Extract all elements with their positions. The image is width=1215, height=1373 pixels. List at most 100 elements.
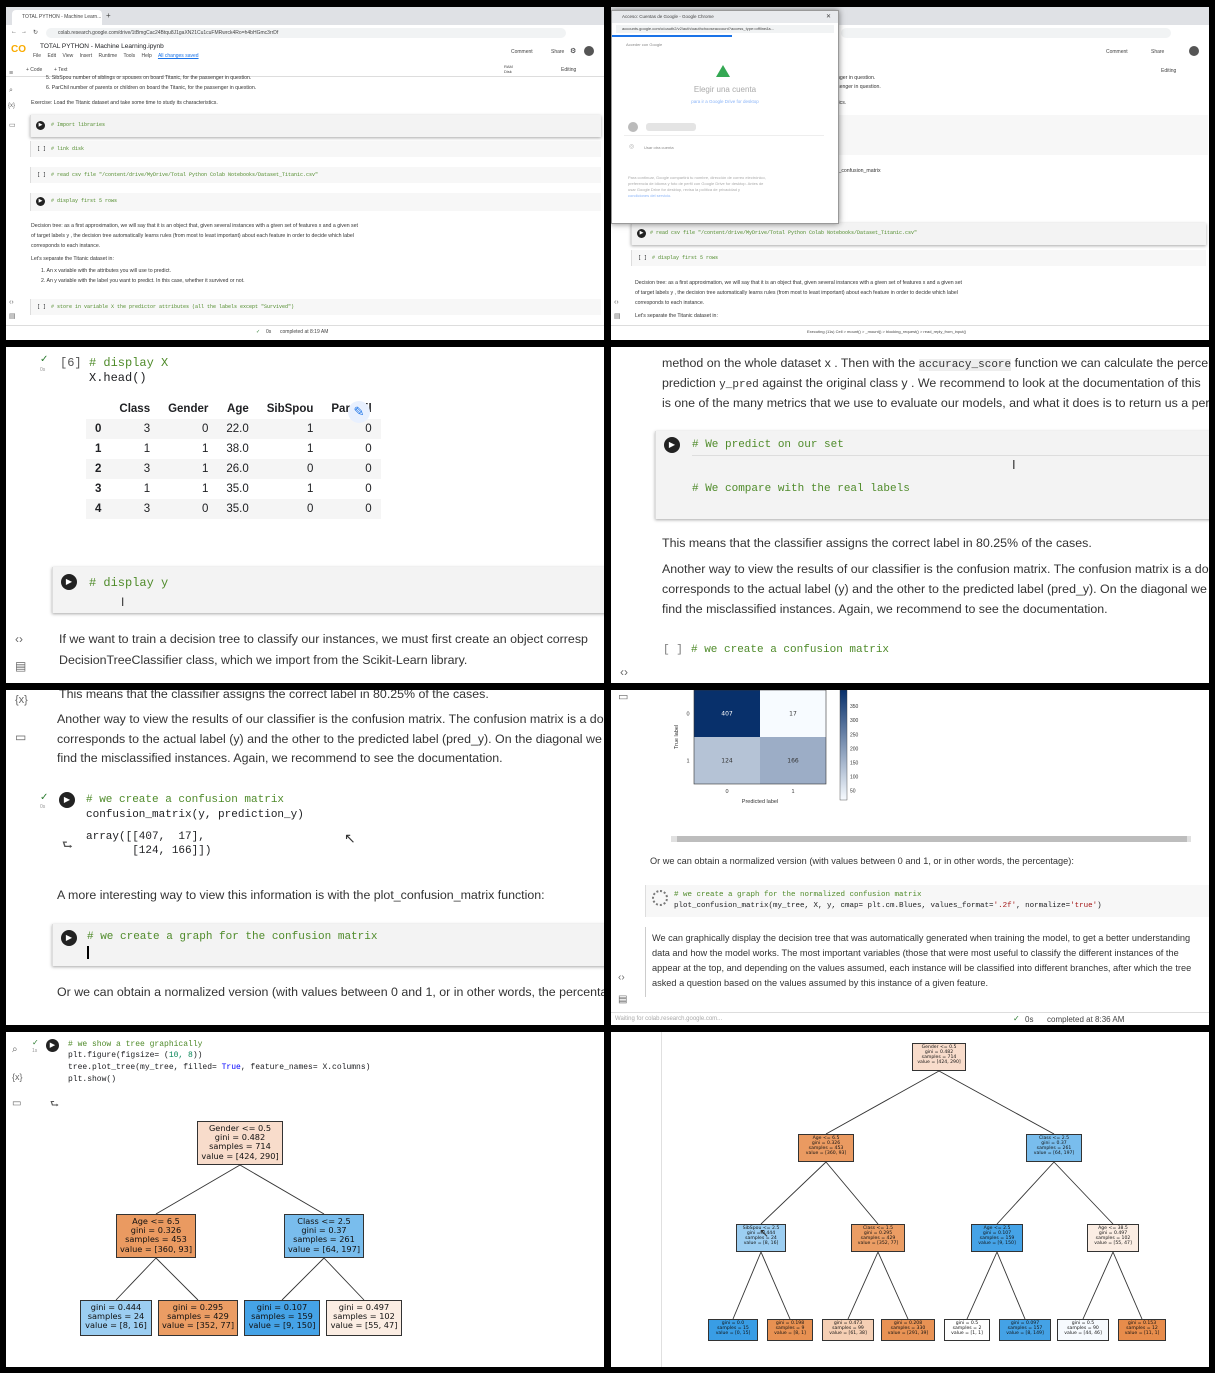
terminal-icon[interactable]: ▤ xyxy=(9,313,16,320)
exec-check-icon: ✓ xyxy=(40,792,49,803)
save-status[interactable]: All changes saved xyxy=(157,53,199,59)
md-separate: Let's separate the Titanic dataset in: xyxy=(635,313,718,319)
new-tab-icon[interactable]: + xyxy=(106,11,111,20)
editing-button[interactable]: Editing xyxy=(1161,68,1177,74)
popup-progress xyxy=(612,35,732,37)
run-button-icon[interactable]: ▶ xyxy=(46,1039,59,1052)
browser-tab[interactable]: TOTAL PYTHON - Machine Learn... xyxy=(12,10,102,25)
run-button-icon[interactable]: ▶ xyxy=(36,197,45,206)
files-icon[interactable]: ▭ xyxy=(9,122,16,129)
code-cell-read[interactable]: [ ] # read csv file "/content/drive/MyDr… xyxy=(30,167,601,183)
search-icon[interactable]: ⌕ xyxy=(12,1044,18,1055)
code-read-csv: # read csv file "/content/drive/MyDrive/… xyxy=(650,230,918,236)
address-bar[interactable]: colab.research.google.com/drive/1tBmgCac… xyxy=(46,28,566,38)
code-snippets-icon[interactable]: ‹› xyxy=(618,972,625,983)
scrollbar-thumb[interactable] xyxy=(677,836,1187,842)
back-icon[interactable]: ← xyxy=(11,29,17,35)
forward-icon[interactable]: → xyxy=(21,29,27,35)
files-icon[interactable]: ▭ xyxy=(12,1098,22,1109)
comment-button[interactable]: Comment xyxy=(1106,49,1128,55)
code-cell-store-x[interactable]: [ ] # store in variable X the predictor … xyxy=(30,299,601,315)
terminal-icon[interactable]: ▤ xyxy=(614,313,621,320)
settings-icon[interactable]: ⚙ xyxy=(570,48,577,55)
add-code-button[interactable]: + Code xyxy=(26,67,43,73)
cm-value: 407 xyxy=(721,711,733,718)
code-snippets-icon[interactable]: ‹› xyxy=(614,299,619,306)
files-icon[interactable]: ▭ xyxy=(618,691,629,703)
editing-button[interactable]: Editing xyxy=(561,67,577,73)
comment-button[interactable]: Comment xyxy=(511,49,533,55)
toc-icon[interactable]: ≡ xyxy=(9,70,14,77)
variables-icon[interactable]: {x} xyxy=(12,1072,23,1082)
mouse-pointer-icon: ↖ xyxy=(759,1226,770,1240)
code-cell-read[interactable]: ▶ # read csv file "/content/drive/MyDriv… xyxy=(631,223,1206,245)
ram-label: RAM xyxy=(504,64,513,69)
files-icon[interactable]: ▭ xyxy=(15,730,27,744)
code-cell-display[interactable]: [ ] # display first 5 rows xyxy=(631,250,1206,266)
tree-edge xyxy=(760,1161,827,1225)
add-text-button[interactable]: + Text xyxy=(54,67,68,73)
code-string: 'true' xyxy=(1070,902,1098,910)
code-store-x: # store in variable X the predictor attr… xyxy=(51,304,295,310)
run-button-icon[interactable]: ▶ xyxy=(61,930,77,946)
drive-logo-icon xyxy=(716,65,730,77)
run-button-icon[interactable]: ▶ xyxy=(59,792,75,808)
share-button[interactable]: Share xyxy=(551,49,565,55)
avatar[interactable] xyxy=(1189,46,1199,56)
avatar[interactable] xyxy=(584,46,594,56)
run-button-icon[interactable]: ▶ xyxy=(36,121,45,130)
cell-bracket: [ ] xyxy=(663,644,683,656)
status-time: 0s xyxy=(1025,1015,1034,1024)
code-cell-predict[interactable]: ▶ # We predict on our set I # We compare… xyxy=(655,431,1209,519)
code-read-csv: # read csv file "/content/drive/MyDrive/… xyxy=(51,172,319,178)
popup-close-icon[interactable]: ✕ xyxy=(826,14,832,20)
reload-icon[interactable]: ↻ xyxy=(33,30,39,36)
menu-insert[interactable]: Insert xyxy=(79,53,93,59)
run-button-icon[interactable]: ▶ xyxy=(664,437,680,453)
table-cell: 35.0 xyxy=(226,483,249,495)
magic-wand-icon[interactable]: ✎ xyxy=(348,401,370,423)
menu-view[interactable]: View xyxy=(62,53,74,59)
md-tree-2: data and how the model works. The most i… xyxy=(652,948,1179,958)
terminal-icon[interactable]: ▤ xyxy=(618,994,628,1005)
code-cell-confusion[interactable]: [ ] # we create a confusion matrix xyxy=(655,637,1209,663)
table-cell: 38.0 xyxy=(226,443,249,455)
code-snippets-icon[interactable]: ‹› xyxy=(15,632,23,646)
share-button[interactable]: Share xyxy=(1151,49,1165,55)
md-train-1: If we want to train a decision tree to c… xyxy=(59,632,588,646)
bg-cell xyxy=(837,115,1208,155)
table-cell: 0 xyxy=(257,459,323,479)
notebook-title[interactable]: TOTAL PYTHON - Machine Learning.ipynb xyxy=(40,43,164,50)
code-cell-display[interactable]: ▶ # display first 5 rows xyxy=(30,193,601,211)
menu-file[interactable]: File xyxy=(33,53,42,59)
inline-code: y_pred xyxy=(719,379,759,391)
code-part: )) xyxy=(192,1051,203,1060)
other-account-row[interactable]: ◎ Usar otra cuenta xyxy=(624,141,824,155)
account-row[interactable] xyxy=(624,119,824,136)
menu-edit[interactable]: Edit xyxy=(47,53,57,59)
run-button-icon[interactable]: ▶ xyxy=(61,574,77,590)
status-bar: Waiting for colab.research.google.com...… xyxy=(611,1012,1209,1025)
code-snippets-icon[interactable]: ‹› xyxy=(620,665,628,679)
code-cell-link[interactable]: [ ] # link disk xyxy=(30,141,601,157)
menu-runtime[interactable]: Runtime xyxy=(98,53,118,59)
variables-icon[interactable]: {x} xyxy=(15,694,28,706)
cell-bracket: [ ] xyxy=(37,172,47,178)
run-button-icon[interactable]: ▶ xyxy=(637,229,646,238)
menu-help[interactable]: Help xyxy=(141,53,152,59)
tree-edge xyxy=(155,1164,241,1215)
address-bar[interactable] xyxy=(841,28,1171,38)
code-cell-import[interactable]: ▶ # Import libraries xyxy=(30,115,601,137)
table-cell: 0 xyxy=(322,499,381,519)
code-cell-plot-cm[interactable]: ▶ # we create a graph for the confusion … xyxy=(52,924,604,966)
variables-icon[interactable]: {x} xyxy=(8,103,16,109)
code-cell-normalized[interactable]: # we create a graph for the normalized c… xyxy=(645,885,1209,917)
horizontal-scrollbar[interactable] xyxy=(671,836,1191,842)
menu-tools[interactable]: Tools xyxy=(123,53,136,59)
code-snippets-icon[interactable]: ‹› xyxy=(9,299,14,306)
search-icon[interactable]: ⌕ xyxy=(9,87,13,94)
terminal-icon[interactable]: ▤ xyxy=(15,659,27,673)
code-predict: # We predict on our set xyxy=(692,439,844,451)
code-cell-display-y[interactable]: ▶ # display y I xyxy=(52,567,604,613)
